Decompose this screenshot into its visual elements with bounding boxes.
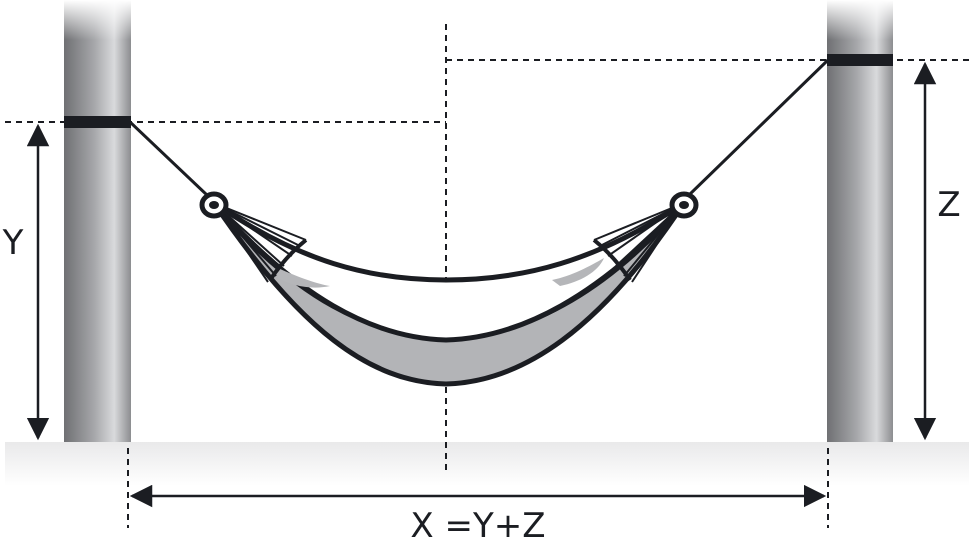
hammock bbox=[199, 191, 699, 387]
suspension-ropes bbox=[128, 58, 830, 198]
left-height-label: Y bbox=[2, 223, 24, 263]
dimension-arrows bbox=[26, 61, 937, 508]
right-post bbox=[827, 0, 893, 442]
left-rope bbox=[128, 120, 210, 198]
right-height-label: Z bbox=[937, 185, 960, 225]
span-label: X =Y+Z bbox=[410, 506, 545, 540]
right-rope bbox=[686, 58, 830, 198]
right-post-band bbox=[827, 54, 893, 66]
ground bbox=[5, 442, 969, 486]
left-post bbox=[64, 0, 131, 442]
guide-lines bbox=[5, 24, 969, 528]
